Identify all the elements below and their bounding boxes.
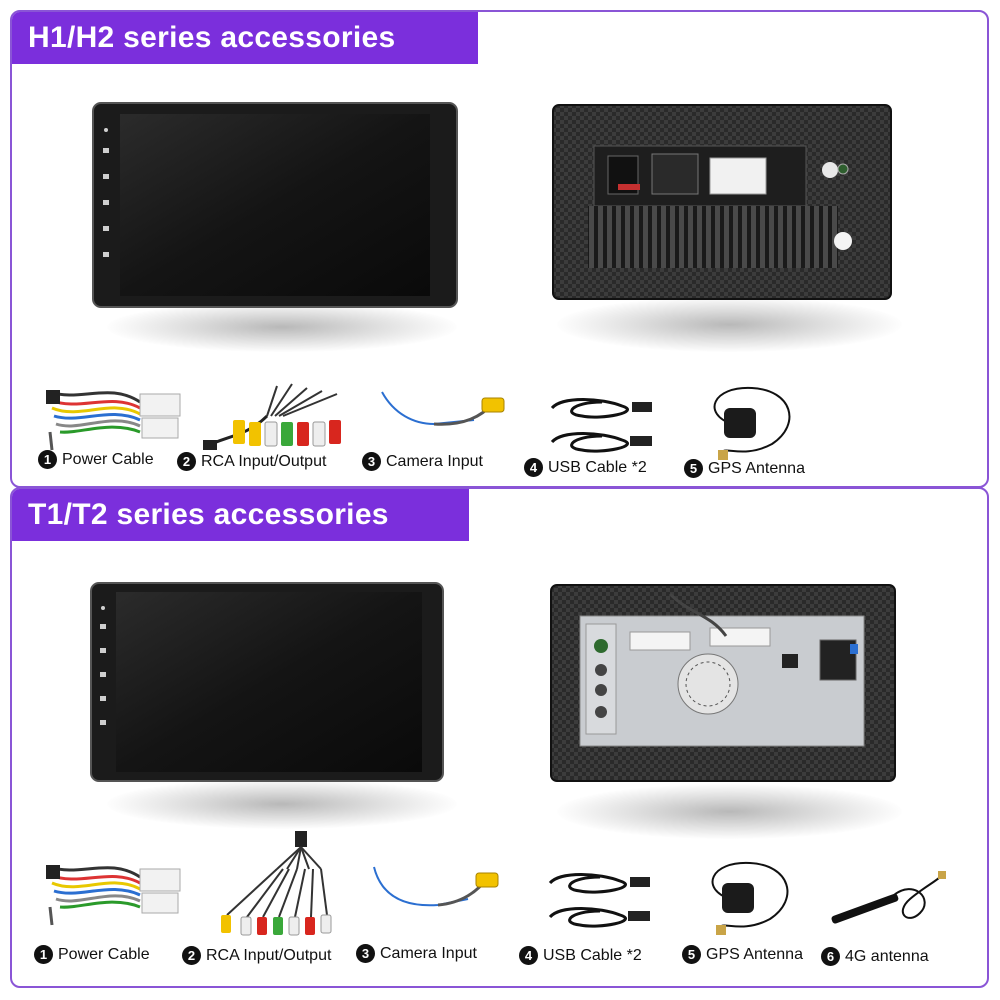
usb-cable-icon	[540, 867, 660, 937]
usb-cable-icon	[542, 392, 662, 462]
t-series-panel: T1/T2 series accessories	[10, 487, 989, 988]
label-text: USB Cable *2	[548, 458, 647, 476]
accessory-label-4g: 6 4G antenna	[821, 947, 929, 966]
4g-antenna-icon	[824, 869, 954, 939]
label-text: Power Cable	[58, 945, 150, 963]
label-text: Power Cable	[62, 450, 154, 468]
rca-cable-icon	[197, 376, 367, 456]
number-badge: 1	[34, 945, 53, 964]
car-stereo-front-icon	[90, 582, 444, 782]
label-text: RCA Input/Output	[206, 946, 332, 964]
number-badge: 3	[362, 452, 381, 471]
power-cable-icon	[40, 372, 190, 452]
number-badge: 4	[524, 458, 543, 477]
gps-antenna-icon	[702, 384, 802, 464]
label-text: Camera Input	[380, 944, 477, 962]
number-badge: 5	[684, 459, 703, 478]
accessory-label-gps: 5 GPS Antenna	[682, 945, 803, 964]
label-text: Camera Input	[386, 452, 483, 470]
number-badge: 6	[821, 947, 840, 966]
section-title: H1/H2 series accessories	[12, 12, 478, 64]
label-text: GPS Antenna	[708, 459, 805, 477]
label-text: RCA Input/Output	[201, 452, 327, 470]
front-unit-shadow	[107, 302, 457, 352]
number-badge: 5	[682, 945, 701, 964]
accessory-label-power-cable: 1 Power Cable	[38, 450, 154, 469]
number-badge: 1	[38, 450, 57, 469]
car-stereo-back-icon	[552, 104, 892, 300]
accessory-label-usb: 4 USB Cable *2	[519, 946, 642, 965]
car-stereo-front-icon	[92, 102, 458, 308]
car-stereo-back-icon	[550, 584, 896, 782]
back-unit-shadow	[557, 297, 902, 352]
front-unit-shadow	[107, 779, 457, 829]
number-badge: 4	[519, 946, 538, 965]
camera-cable-icon	[368, 859, 508, 919]
number-badge: 3	[356, 944, 375, 963]
back-unit-shadow	[557, 784, 902, 839]
h-series-panel: H1/H2 series accessories	[10, 10, 989, 488]
gps-antenna-icon	[700, 859, 800, 939]
label-text: 4G antenna	[845, 947, 929, 965]
label-text: GPS Antenna	[706, 945, 803, 963]
accessory-label-usb: 4 USB Cable *2	[524, 458, 647, 477]
power-cable-icon	[40, 847, 190, 927]
accessory-label-rca: 2 RCA Input/Output	[182, 946, 331, 965]
accessory-label-gps: 5 GPS Antenna	[684, 459, 805, 478]
accessory-label-camera: 3 Camera Input	[356, 944, 477, 963]
camera-cable-icon	[374, 384, 514, 444]
number-badge: 2	[177, 452, 196, 471]
accessory-label-camera: 3 Camera Input	[362, 452, 483, 471]
section-title: T1/T2 series accessories	[12, 489, 469, 541]
accessory-label-power-cable: 1 Power Cable	[34, 945, 150, 964]
label-text: USB Cable *2	[543, 946, 642, 964]
number-badge: 2	[182, 946, 201, 965]
rca-cable-icon	[217, 829, 347, 939]
accessory-label-rca: 2 RCA Input/Output	[177, 452, 326, 471]
